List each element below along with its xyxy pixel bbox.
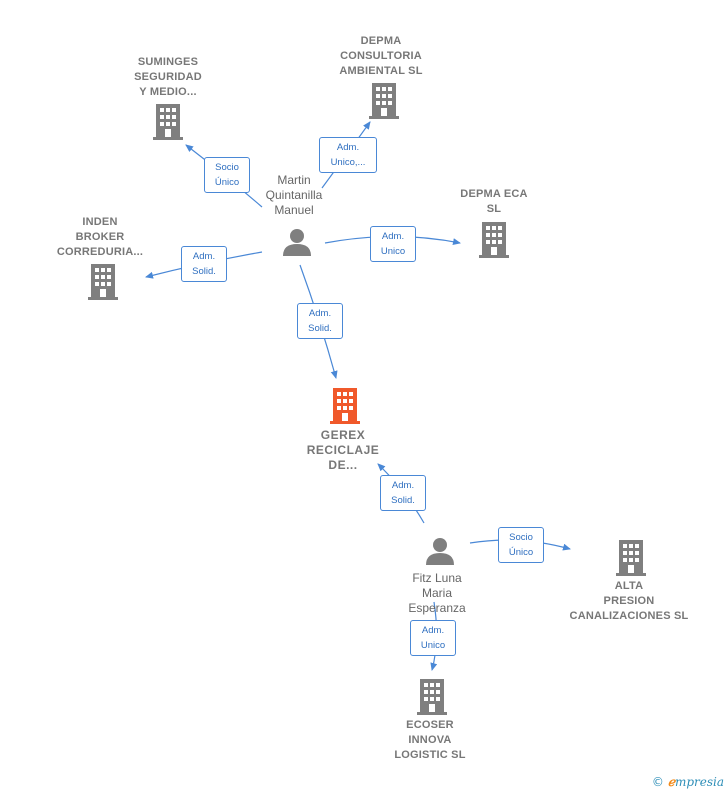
label-line: ECOSER [406, 719, 454, 731]
fitz-label[interactable]: Fitz Luna Maria Esperanza [387, 571, 487, 616]
edge-label-martin-depma-eca[interactable]: Adm. Unico [370, 226, 416, 262]
martin-person-icon[interactable] [282, 227, 312, 262]
label-line: DE... [328, 458, 358, 472]
edge-label-line: Solid. [308, 323, 332, 334]
alta-presion-label[interactable]: ALTA PRESION CANALIZACIONES SL [559, 579, 699, 624]
gerex-building-icon[interactable] [329, 388, 361, 429]
edge-label-line: Adm. [421, 625, 445, 636]
label-line: INDEN [82, 216, 118, 228]
ecoser-building-icon[interactable] [416, 679, 448, 720]
edge-label-martin-gerex[interactable]: Adm. Solid. [297, 303, 343, 339]
depma-consultoria-label[interactable]: DEPMA CONSULTORIA AMBIENTAL SL [321, 34, 441, 79]
label-line: Martin [277, 173, 311, 187]
depma-eca-building-icon[interactable] [478, 222, 510, 263]
label-line: Quintanilla [265, 188, 323, 202]
suminges-label[interactable]: SUMINGES SEGURIDAD Y MEDIO... [108, 55, 228, 100]
edge-label-line: Solid. [192, 266, 216, 277]
empresia-logo: ©ℯmpresia [652, 775, 724, 789]
edge-label-martin-suminges[interactable]: Socio Único [204, 157, 250, 193]
edge-label-fitz-alta-presion[interactable]: Socio Único [498, 527, 544, 563]
edge-label-line: Unico [420, 640, 446, 651]
martin-label[interactable]: Martin Quintanilla Manuel [244, 173, 344, 218]
depma-eca-label[interactable]: DEPMA ECA SL [444, 187, 544, 217]
label-line: RECICLAJE [306, 443, 380, 457]
inden-label[interactable]: INDEN BROKER CORREDURIA... [40, 215, 160, 260]
edge-label-fitz-ecoser[interactable]: Adm. Unico [410, 620, 456, 656]
edge-label-line: Socio [509, 532, 533, 543]
label-line: SUMINGES [137, 56, 199, 68]
edge-label-line: Adm. [192, 251, 216, 262]
label-line: Esperanza [408, 601, 466, 615]
label-line: SEGURIDAD [134, 71, 202, 83]
gerex-label[interactable]: GEREX RECICLAJE DE... [283, 428, 403, 473]
ecoser-label[interactable]: ECOSER INNOVA LOGISTIC SL [370, 718, 490, 763]
label-line: Maria [421, 586, 452, 600]
fitz-person-icon[interactable] [425, 536, 455, 571]
brand-name: mpresia [674, 775, 724, 789]
label-line: LOGISTIC SL [394, 749, 466, 761]
label-line: GEREX [320, 428, 366, 442]
suminges-building-icon[interactable] [152, 104, 184, 145]
edge-label-line: Solid. [391, 495, 415, 506]
edge-label-line: Único [508, 547, 534, 558]
label-line: ALTA [614, 580, 644, 592]
alta-presion-building-icon[interactable] [615, 540, 647, 581]
label-line: DEPMA ECA [460, 188, 528, 200]
edge-label-line: Adm. [381, 231, 405, 242]
edge-label-line: Adm. [308, 308, 332, 319]
brand-initial: ℯ [667, 775, 675, 789]
edge-label-martin-depma-consultoria[interactable]: Adm. Unico,... [319, 137, 377, 173]
edge-label-line: Unico [380, 246, 406, 257]
label-line: DEPMA [360, 35, 402, 47]
edge-label-line: Único [214, 177, 240, 188]
edge-label-line: Socio [215, 162, 239, 173]
label-line: AMBIENTAL SL [339, 65, 423, 77]
label-line: BROKER [75, 231, 125, 243]
edge-label-martin-inden[interactable]: Adm. Solid. [181, 246, 227, 282]
edge-label-line: Adm. [336, 142, 360, 153]
edge-label-line: Unico,... [330, 157, 366, 168]
label-line: Fitz Luna [412, 571, 462, 585]
label-line: INNOVA [408, 734, 452, 746]
edge-label-line: Adm. [391, 480, 415, 491]
label-line: CORREDURIA... [56, 246, 144, 258]
depma-consultoria-building-icon[interactable] [368, 83, 400, 124]
label-line: Y MEDIO... [139, 86, 197, 98]
edge-label-fitz-gerex[interactable]: Adm. Solid. [380, 475, 426, 511]
copyright-icon: © [651, 775, 664, 789]
label-line: Manuel [274, 203, 314, 217]
label-line: CONSULTORIA [340, 50, 422, 62]
label-line: PRESION [603, 595, 655, 607]
inden-building-icon[interactable] [87, 264, 119, 305]
label-line: SL [486, 203, 502, 215]
label-line: CANALIZACIONES SL [569, 610, 689, 622]
